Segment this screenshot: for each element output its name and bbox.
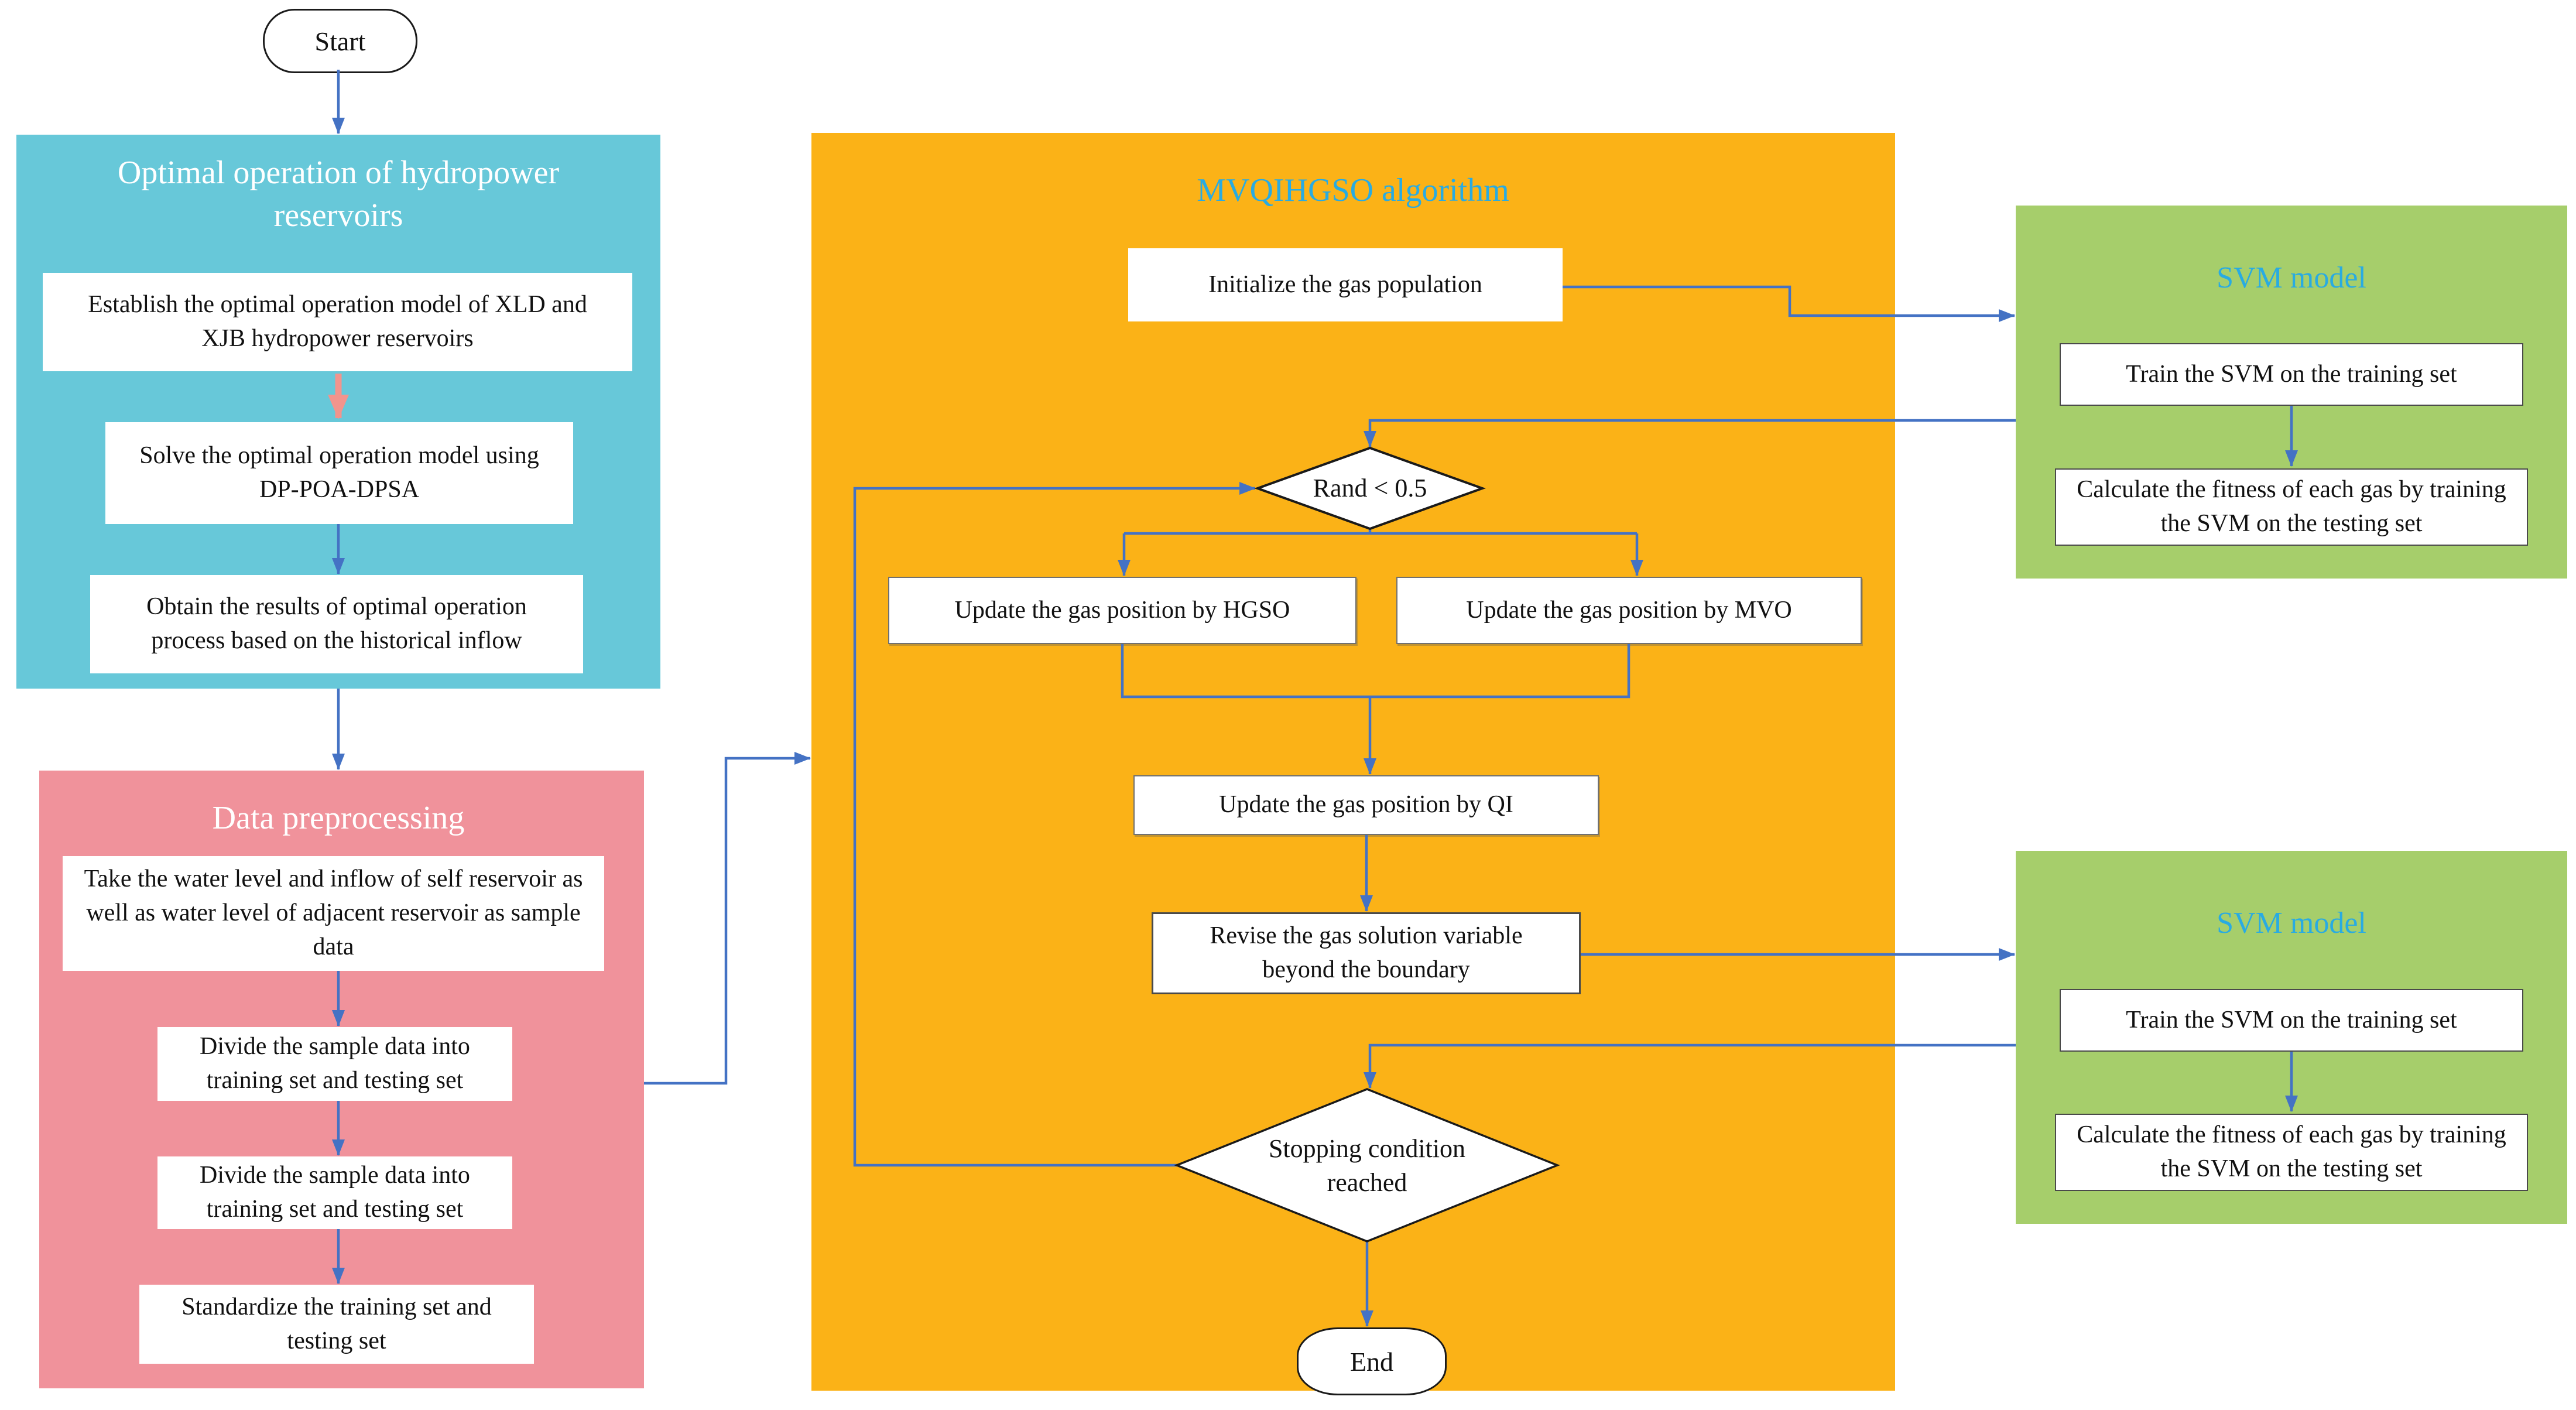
hydropower-panel-title: Optimal operation of hydropower reservoi…	[117, 155, 560, 234]
step-establish-model: Establish the optimal operation model of…	[43, 273, 632, 371]
step-update-mvo: Update the gas position by MVO	[1396, 577, 1862, 644]
step-divide-sample-2: Divide the sample data into training set…	[157, 1156, 512, 1229]
step-train-svm-bottom: Train the SVM on the training set	[2060, 989, 2523, 1052]
preprocessing-panel-title: Data preprocessing	[212, 799, 465, 836]
step-calculate-fitness-bottom: Calculate the fitness of each gas by tra…	[2055, 1114, 2528, 1191]
step-initialize-population: Initialize the gas population	[1128, 248, 1563, 321]
step-take-water-level: Take the water level and inflow of self …	[63, 856, 604, 971]
step-train-svm-top: Train the SVM on the training set	[2060, 343, 2523, 406]
step-update-hgso: Update the gas position by HGSO	[888, 577, 1356, 644]
connector-preprocessing-to-algorithm	[644, 752, 811, 1085]
algorithm-panel-title: MVQIHGSO algorithm	[1197, 172, 1509, 208]
end-label: End	[1349, 1346, 1394, 1377]
step-obtain-results: Obtain the results of optimal operation …	[90, 575, 583, 673]
step-calculate-fitness-top: Calculate the fitness of each gas by tra…	[2055, 468, 2528, 546]
svm-bottom-panel-title: SVM model	[2217, 906, 2366, 940]
step-revise-solution: Revise the gas solution variable beyond …	[1152, 912, 1581, 994]
step-divide-sample-1: Divide the sample data into training set…	[157, 1027, 512, 1101]
decision-rand-label: Rand < 0.5	[1313, 474, 1427, 503]
end-terminator: End	[1297, 1327, 1447, 1395]
step-update-qi: Update the gas position by QI	[1133, 775, 1599, 835]
svm-top-panel-title: SVM model	[2217, 261, 2366, 295]
decision-stopping-label: Stopping condition reached	[1268, 1134, 1466, 1197]
step-standardize: Standardize the training set and testing…	[139, 1285, 534, 1364]
step-solve-model: Solve the optimal operation model using …	[105, 422, 573, 524]
start-label: Start	[314, 26, 366, 56]
start-terminator: Start	[263, 9, 417, 73]
